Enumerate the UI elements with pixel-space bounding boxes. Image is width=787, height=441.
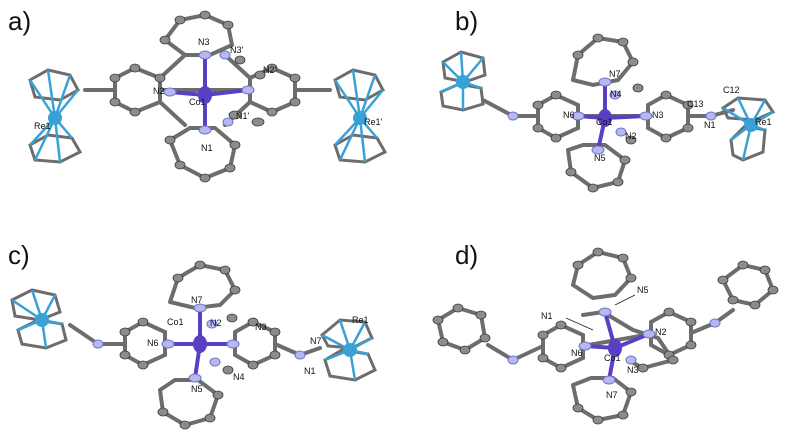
cobalt-atom-a [198, 86, 212, 104]
atom-label: N3 [652, 110, 664, 120]
atom-label: Co1 [604, 353, 621, 363]
atom-label: Co1 [189, 97, 206, 107]
atom-label: N5 [594, 153, 606, 163]
cobalt-atom-c [193, 335, 207, 353]
rhenium-atom-b-right [744, 118, 758, 132]
panel-label-b: b) [455, 6, 479, 36]
cobalt-atom-b [598, 109, 612, 127]
atom-label: N2' [263, 65, 277, 75]
atom-label: N6 [571, 348, 583, 358]
rhenium-atom-c-right [343, 343, 357, 357]
nitrogen-atoms-a [163, 50, 255, 135]
atom-label: C12 [723, 85, 740, 95]
rhenium-atom-a-right [353, 111, 367, 125]
panel-label-c: c) [8, 240, 30, 270]
atom-label: N6 [563, 110, 575, 120]
atom-label: N1 [201, 143, 213, 153]
atom-label: N5 [191, 384, 203, 394]
atom-label: N1 [304, 366, 316, 376]
atom-label: N7 [191, 295, 203, 305]
panel-label-d: d) [455, 240, 479, 270]
panel-label-a: a) [8, 6, 32, 36]
atom-label: N6 [147, 338, 159, 348]
atom-label: Re1' [364, 117, 383, 127]
cobalt-atom-d [608, 339, 622, 357]
rhenium-atom-a-left [48, 111, 62, 125]
atom-label: Re1 [352, 315, 369, 325]
molecule-c [10, 260, 377, 430]
atom-label: N4 [610, 89, 622, 99]
atom-label: Re1 [34, 121, 51, 131]
molecule-d [432, 247, 779, 425]
atom-label: N2 [153, 86, 165, 96]
panel-c: c) [0, 220, 393, 440]
atom-label: Co1 [167, 317, 184, 327]
atom-label: N3 [255, 322, 267, 332]
atom-label: N3' [230, 45, 244, 55]
atom-label: N1 [704, 120, 716, 130]
rhenium-atom-c-left [35, 313, 49, 327]
atom-label: N1 [541, 311, 553, 321]
atom-label: N2 [210, 318, 222, 328]
atom-label: N7 [310, 336, 322, 346]
panel-a: a) [0, 0, 393, 220]
atom-label: Re1 [755, 117, 772, 127]
atom-label: N3 [627, 365, 639, 375]
atom-label: N7 [609, 69, 621, 79]
carbon-atoms-a [109, 10, 301, 183]
atom-label: N1' [236, 111, 250, 121]
atom-label: N3 [198, 37, 210, 47]
atom-label: N7 [606, 390, 618, 400]
molecule-b [439, 33, 776, 193]
atom-label: C13 [687, 99, 704, 109]
atom-label: N4 [233, 372, 245, 382]
atom-label: N2 [655, 327, 667, 337]
atom-label: N2 [625, 131, 637, 141]
panel-d: d) [393, 220, 786, 440]
rhenium-atom-b-left [456, 75, 470, 89]
panel-b: b) [393, 0, 786, 220]
atom-label: Co1 [596, 117, 613, 127]
molecule-a [28, 10, 388, 183]
atom-label: N5 [637, 285, 649, 295]
